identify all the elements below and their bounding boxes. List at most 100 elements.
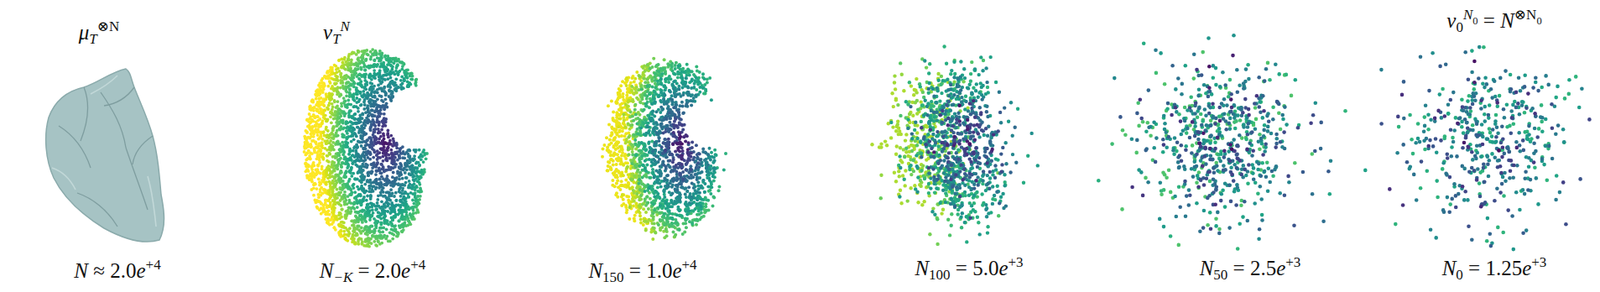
sample-point — [317, 137, 321, 141]
sample-point — [321, 90, 325, 94]
sample-point — [356, 67, 360, 71]
sample-point — [344, 169, 349, 173]
sample-point — [348, 226, 352, 230]
sample-point — [323, 108, 327, 112]
sample-point — [409, 78, 413, 82]
sample-point — [303, 161, 308, 165]
sample-point — [307, 107, 312, 111]
sample-point — [314, 142, 318, 146]
sample-point — [310, 177, 314, 182]
sample-point — [401, 195, 406, 199]
sample-point — [312, 172, 317, 177]
sample-point — [316, 145, 320, 150]
sample-point — [343, 190, 347, 194]
sample-point — [352, 128, 356, 132]
sample-point — [328, 152, 332, 157]
sample-point — [358, 98, 362, 102]
sample-point — [353, 207, 357, 211]
sample-point — [388, 230, 392, 235]
sample-point — [401, 64, 405, 68]
sample-point — [349, 174, 354, 178]
sample-point — [345, 131, 350, 136]
sample-point — [322, 157, 326, 162]
sample-point — [379, 220, 383, 225]
sample-point — [315, 109, 319, 113]
sample-point — [349, 209, 354, 214]
sample-point — [393, 72, 397, 77]
sample-point — [315, 187, 319, 191]
sample-point — [365, 233, 370, 237]
sample-point — [309, 142, 313, 146]
sample-point — [325, 212, 329, 216]
sample-point — [357, 50, 361, 54]
sample-point — [364, 58, 368, 63]
sample-point — [312, 146, 316, 151]
sample-point — [374, 243, 378, 247]
sample-point — [351, 171, 355, 176]
sample-point — [377, 204, 381, 209]
sample-point — [307, 174, 312, 178]
sample-point — [350, 190, 355, 194]
sample-point — [385, 227, 389, 231]
sample-point — [390, 201, 394, 205]
sample-point — [407, 179, 412, 183]
sample-point — [330, 92, 334, 96]
sample-point — [348, 198, 352, 203]
sample-point — [342, 133, 346, 137]
sample-point — [314, 93, 318, 98]
sample-point — [307, 164, 311, 168]
sample-point — [373, 58, 377, 63]
sample-point — [380, 199, 384, 204]
sample-point — [353, 81, 357, 85]
sample-point — [359, 67, 364, 72]
sample-point — [312, 193, 316, 198]
sample-point — [375, 52, 379, 57]
sample-point — [339, 165, 344, 169]
sample-point — [322, 151, 326, 156]
sample-point — [378, 65, 382, 69]
sample-point — [312, 175, 317, 179]
sample-point — [331, 144, 335, 148]
sample-point — [338, 190, 343, 194]
sample-point — [320, 165, 324, 169]
sample-point — [341, 81, 345, 85]
sample-point — [319, 149, 324, 153]
sample-point — [356, 106, 360, 110]
sample-point — [318, 85, 323, 89]
sample-point — [333, 200, 337, 204]
sample-point — [379, 58, 383, 63]
sample-point — [400, 75, 404, 79]
sample-point — [310, 187, 314, 192]
sample-point — [328, 114, 333, 119]
sample-point — [339, 72, 344, 76]
sample-point — [380, 241, 384, 245]
sample-point — [345, 105, 350, 110]
sample-point — [335, 196, 339, 200]
sample-point — [354, 231, 359, 235]
sample-point — [351, 233, 355, 237]
sample-point — [344, 198, 349, 203]
sample-point — [370, 224, 375, 229]
sample-point — [388, 72, 392, 77]
sample-point — [318, 92, 323, 96]
sample-point — [376, 83, 381, 88]
sample-point — [364, 83, 369, 87]
sample-point — [333, 169, 337, 173]
sample-point — [372, 239, 376, 244]
sample-point — [354, 96, 359, 100]
sample-point — [312, 164, 317, 168]
sample-point — [308, 157, 313, 162]
sample-point — [349, 140, 354, 144]
sample-point — [416, 208, 420, 212]
sample-point — [348, 147, 352, 152]
sample-point — [422, 160, 426, 164]
sample-point — [343, 236, 348, 240]
sample-point — [306, 125, 310, 129]
sample-point — [417, 164, 422, 168]
sample-point — [340, 208, 344, 212]
sample-point — [411, 177, 416, 182]
sample-point — [349, 103, 353, 107]
sample-point — [361, 89, 365, 94]
sample-point — [336, 67, 340, 71]
